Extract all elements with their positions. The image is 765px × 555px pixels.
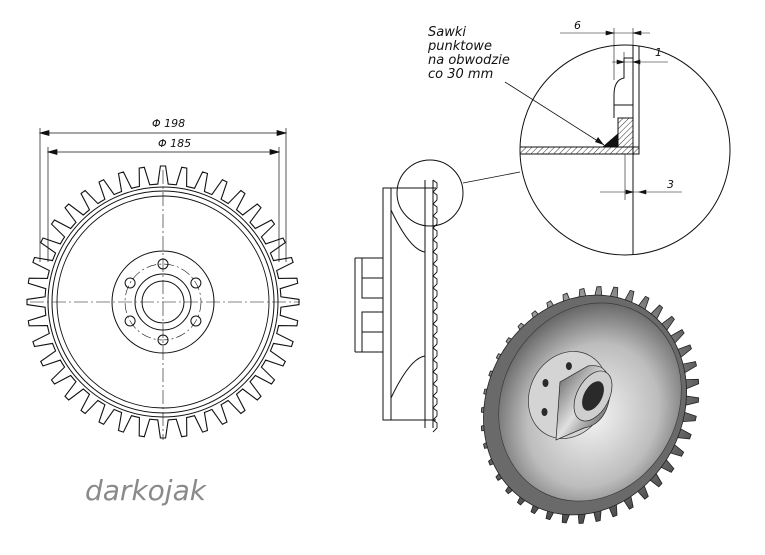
side-dish-wall — [382, 187, 392, 421]
weld-note: Sawki punktowe na obwodzie co 30 mm — [427, 25, 510, 82]
watermark-text: darkojak — [85, 474, 208, 507]
detail-offset-label: 1 — [655, 46, 662, 59]
detail-thickness-label: 3 — [667, 178, 674, 191]
dimension-outer-diameter — [38, 128, 288, 262]
side-view — [354, 159, 521, 433]
note-line-1: Sawki — [428, 25, 466, 40]
note-line-2: punktowe — [427, 39, 492, 54]
note-line-3: na obwodzie — [428, 53, 510, 68]
detail-plate-section — [617, 117, 634, 148]
iso-hub-bore — [582, 381, 604, 411]
bolt-hole — [124, 315, 136, 327]
detail-bottom-section — [520, 146, 640, 155]
detail-view: 6 1 3 — [504, 19, 731, 256]
sprocket-outline — [26, 165, 300, 439]
note-line-4: co 30 mm — [428, 67, 493, 82]
side-dish-curve — [390, 209, 426, 399]
detail-marker-circle — [396, 159, 464, 227]
iso-bolt-hole — [542, 379, 549, 387]
bolt-hole — [124, 277, 136, 289]
outer-diameter-label: Φ 198 — [152, 117, 185, 130]
dimension-inner-diameter — [46, 147, 281, 262]
bolt-hole — [190, 315, 202, 327]
detail-tooth — [613, 58, 634, 118]
side-teeth — [432, 179, 438, 433]
inner-diameter-label: Φ 185 — [158, 137, 191, 150]
iso-bolt-hole — [541, 408, 548, 416]
detail-width-label: 6 — [574, 19, 581, 32]
detail-leader — [462, 171, 521, 184]
bolt-hole — [190, 277, 202, 289]
weld-bead — [601, 132, 619, 148]
note-leader — [504, 81, 605, 146]
iso-bolt-hole — [565, 362, 572, 371]
bolt-holes — [124, 258, 202, 346]
isometric-view — [480, 286, 700, 524]
front-view: Φ 198 Φ 185 — [26, 117, 300, 440]
